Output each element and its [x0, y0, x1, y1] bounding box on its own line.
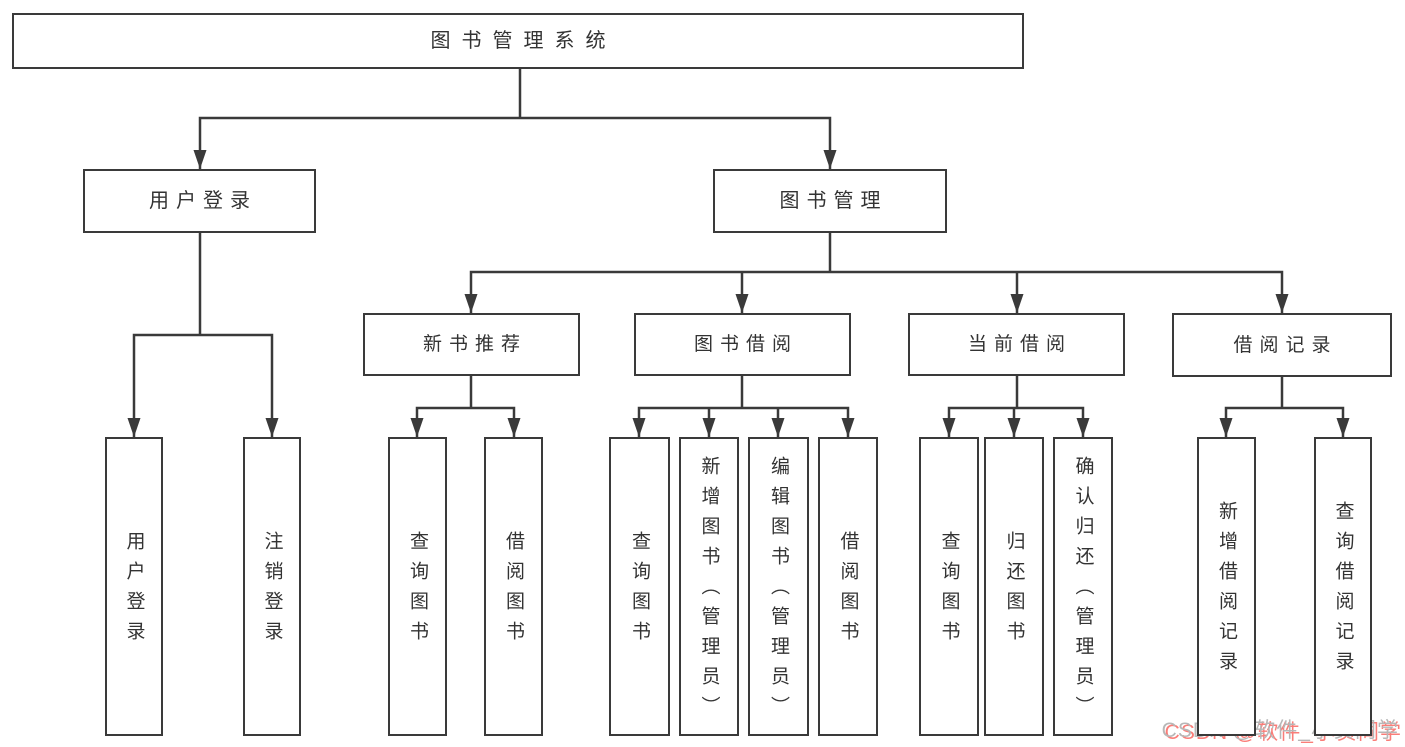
arrowhead-icon — [771, 418, 785, 437]
node-label-book-management: 图书管理 — [779, 190, 888, 212]
node-label-root: 图书管理系统 — [430, 30, 617, 52]
arrowhead-icon — [632, 418, 646, 437]
node-new-book-recommend: 新书推荐 — [363, 313, 580, 376]
node-label-bb-query-book: 查询图书 — [629, 530, 650, 651]
connector — [469, 270, 1284, 313]
node-current-borrow: 当前借阅 — [908, 313, 1125, 376]
node-cb-confirm-return-admin: 确认归还（管理员） — [1053, 437, 1113, 736]
arrowhead-icon — [1219, 418, 1233, 437]
node-label-cb-confirm-return-admin: 确认归还（管理员） — [1072, 455, 1094, 726]
node-label-nbr-query-book: 查询图书 — [407, 530, 428, 651]
arrowhead-icon — [507, 418, 521, 437]
node-label-bb-edit-book-admin: 编辑图书（管理员） — [768, 455, 789, 726]
node-label-new-book-recommend: 新书推荐 — [422, 334, 527, 355]
node-label-current-borrow: 当前借阅 — [967, 334, 1072, 355]
arrowhead-icon — [1336, 418, 1350, 437]
node-label-ul-user-login: 用户登录 — [123, 530, 145, 651]
arrowhead-icon — [735, 294, 749, 313]
connector — [637, 406, 850, 437]
node-bb-borrow-book: 借阅图书 — [818, 437, 878, 736]
node-nbr-borrow-book: 借阅图书 — [484, 437, 543, 736]
node-label-bb-add-book-admin: 新增图书（管理员） — [698, 455, 720, 726]
node-bb-query-book: 查询图书 — [609, 437, 670, 736]
node-label-br-add-record: 新增借阅记录 — [1216, 500, 1237, 681]
node-label-cb-query-book: 查询图书 — [938, 530, 960, 651]
node-book-management: 图书管理 — [713, 169, 947, 233]
arrowhead-icon — [1275, 294, 1289, 313]
node-user-login: 用户登录 — [83, 169, 316, 233]
arrowhead-icon — [1010, 294, 1024, 313]
node-label-br-query-record: 查询借阅记录 — [1332, 500, 1354, 681]
node-label-bb-borrow-book: 借阅图书 — [837, 530, 859, 651]
connector — [415, 406, 516, 437]
arrowhead-icon — [823, 150, 837, 169]
node-ul-logout: 注销登录 — [243, 437, 301, 736]
arrowhead-icon — [702, 418, 716, 437]
node-label-borrow-records: 借阅记录 — [1233, 334, 1338, 356]
node-bb-edit-book-admin: 编辑图书（管理员） — [748, 437, 809, 736]
node-br-query-record: 查询借阅记录 — [1314, 437, 1372, 736]
node-ul-user-login: 用户登录 — [105, 437, 163, 736]
node-label-ul-logout: 注销登录 — [261, 530, 283, 651]
node-nbr-query-book: 查询图书 — [388, 437, 447, 736]
node-borrow-records: 借阅记录 — [1172, 313, 1392, 377]
arrowhead-icon — [942, 418, 956, 437]
node-label-nbr-borrow-book: 借阅图书 — [503, 530, 524, 651]
arrowhead-icon — [841, 418, 855, 437]
node-label-book-borrow: 图书借阅 — [693, 334, 798, 355]
node-root: 图书管理系统 — [12, 13, 1024, 69]
arrowhead-icon — [193, 150, 207, 169]
arrowhead-icon — [1007, 418, 1021, 437]
arrowhead-icon — [1076, 418, 1090, 437]
node-label-cb-return-book: 归还图书 — [1003, 530, 1025, 651]
connector — [132, 333, 274, 437]
connector — [1224, 406, 1345, 437]
arrowhead-icon — [410, 418, 424, 437]
connector — [198, 116, 832, 169]
arrowhead-icon — [265, 418, 279, 437]
node-cb-return-book: 归还图书 — [984, 437, 1044, 736]
node-br-add-record: 新增借阅记录 — [1197, 437, 1256, 736]
node-bb-add-book-admin: 新增图书（管理员） — [679, 437, 739, 736]
node-label-user-login: 用户登录 — [149, 190, 257, 212]
node-book-borrow: 图书借阅 — [634, 313, 851, 376]
arrowhead-icon — [464, 294, 478, 313]
node-cb-query-book: 查询图书 — [919, 437, 979, 736]
arrowhead-icon — [127, 418, 141, 437]
